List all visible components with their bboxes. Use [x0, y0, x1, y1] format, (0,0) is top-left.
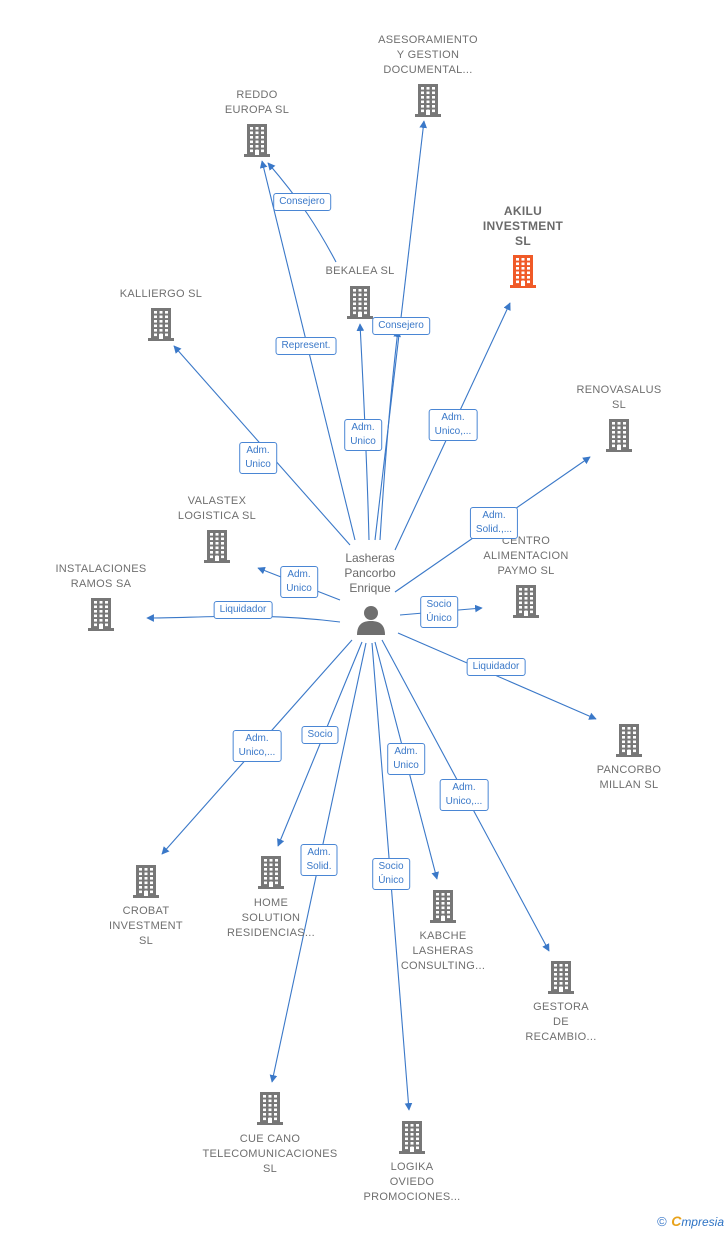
- edge-label-valastex[interactable]: Adm. Unico: [280, 566, 318, 598]
- edge-label-home[interactable]: Socio: [301, 726, 339, 744]
- company-label-home[interactable]: HOME SOLUTION RESIDENCIAS...: [227, 897, 315, 939]
- center-person-label: Lasheras Pancorbo Enrique: [344, 551, 396, 595]
- company-label-bekalea[interactable]: BEKALEA SL: [325, 265, 395, 277]
- company-label-logika[interactable]: LOGIKA OVIEDO PROMOCIONES...: [363, 1161, 461, 1203]
- edge-center-home: [277, 641, 363, 847]
- building-icon: [415, 84, 441, 117]
- company-label-valastex[interactable]: VALASTEX LOGISTICA SL: [177, 495, 257, 522]
- company-label-crobat[interactable]: CROBAT INVESTMENT SL: [109, 905, 183, 947]
- building-icon: [616, 724, 642, 757]
- edge-label-logika[interactable]: Socio Único: [372, 858, 410, 890]
- edge-label-reddo[interactable]: Consejero: [273, 193, 331, 211]
- building-icon: [606, 419, 632, 452]
- brand-footer: © Cmpresia: [657, 1213, 724, 1231]
- edge-label-cuecano[interactable]: Adm. Solid.: [300, 844, 338, 876]
- brand-logo-text: mpresia: [681, 1215, 724, 1229]
- edge-label-reddo[interactable]: Represent.: [275, 337, 337, 355]
- edge-label-renovasalus[interactable]: Adm. Solid.,...: [469, 507, 519, 539]
- edge-label-bekalea[interactable]: Adm. Unico: [344, 419, 382, 451]
- building-icon: [133, 865, 159, 898]
- copyright-symbol: ©: [657, 1214, 667, 1229]
- edge-label-kabche[interactable]: Adm. Unico: [387, 743, 425, 775]
- building-icon: [430, 890, 456, 923]
- company-label-akilu[interactable]: AKILU INVESTMENT SL: [482, 204, 564, 248]
- edge-label-kalliergo[interactable]: Adm. Unico: [239, 442, 277, 474]
- building-icon: [88, 598, 114, 631]
- company-label-cuecano[interactable]: CUE CANO TELECOMUNICACIONES SL: [202, 1133, 338, 1175]
- edge-label-akilu[interactable]: Adm. Unico,...: [428, 409, 478, 441]
- edge-label-bekalea[interactable]: Consejero: [372, 317, 430, 335]
- edge-bekalea-reddo: [267, 162, 337, 263]
- building-icon: [510, 255, 536, 288]
- company-label-centro[interactable]: CENTRO ALIMENTACION PAYMO SL: [483, 535, 569, 577]
- edge-label-crobat[interactable]: Adm. Unico,...: [232, 730, 282, 762]
- edge-label-instalaciones[interactable]: Liquidador: [213, 601, 273, 619]
- brand-logo-initial: C: [671, 1213, 682, 1229]
- building-icon: [257, 1092, 283, 1125]
- building-icon: [148, 308, 174, 341]
- company-label-pancorbo[interactable]: PANCORBO MILLAN SL: [596, 764, 662, 791]
- building-icon: [204, 530, 230, 563]
- company-label-kalliergo[interactable]: KALLIERGO SL: [119, 288, 203, 300]
- edge-center-bekalea: [379, 329, 401, 541]
- building-icon: [513, 585, 539, 618]
- building-icon: [548, 961, 574, 994]
- company-label-kabche[interactable]: KABCHE LASHERAS CONSULTING...: [400, 930, 486, 972]
- company-label-reddo[interactable]: REDDO EUROPA SL: [224, 89, 290, 116]
- edge-label-centro[interactable]: Socio Único: [420, 596, 458, 628]
- edge-center-pancorbo: [397, 632, 597, 720]
- building-icon: [347, 286, 373, 319]
- company-label-instalaciones[interactable]: INSTALACIONES RAMOS SA: [55, 563, 147, 590]
- company-label-renovasalus[interactable]: RENOVASALUS SL: [576, 384, 662, 411]
- company-label-asesoramiento[interactable]: ASESORAMIENTO Y GESTION DOCUMENTAL...: [378, 34, 478, 76]
- edge-label-gestora[interactable]: Adm. Unico,...: [439, 779, 489, 811]
- building-icon: [244, 124, 270, 157]
- building-icon: [258, 856, 284, 889]
- edge-label-pancorbo[interactable]: Liquidador: [466, 658, 526, 676]
- building-icon: [399, 1121, 425, 1154]
- person-icon: [357, 606, 385, 635]
- company-label-gestora[interactable]: GESTORA DE RECAMBIO...: [525, 1001, 597, 1043]
